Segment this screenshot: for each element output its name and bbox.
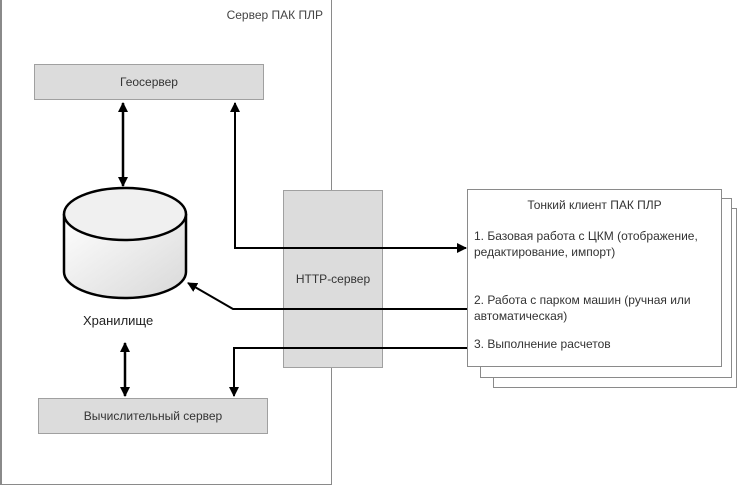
geoserver-box[interactable]: Геосервер: [34, 64, 264, 100]
client-item-3: 3. Выполнение расчетов: [474, 337, 611, 351]
thin-client-box[interactable]: Тонкий клиент ПАК ПЛР 1. Базовая работа …: [467, 189, 722, 367]
arrow-client-storage: [187, 282, 467, 310]
http-server-label: HTTP-сервер: [295, 272, 371, 286]
compute-server-box[interactable]: Вычислительный сервер: [38, 398, 268, 434]
arrow-client-compute: [229, 347, 467, 397]
geoserver-label: Геосервер: [120, 75, 178, 89]
server-title: Сервер ПАК ПЛР: [226, 8, 323, 22]
compute-server-label: Вычислительный сервер: [83, 409, 223, 423]
client-item-2: 2. Работа с парком машин (ручная или авт…: [474, 293, 691, 323]
client-item-1: 1. Базовая работа с ЦКМ (отображение, ре…: [474, 229, 698, 259]
arrow-geoserver-client: [230, 102, 467, 253]
thin-client-title: Тонкий клиент ПАК ПЛР: [527, 198, 662, 212]
storage-label: Хранилище: [83, 313, 154, 328]
storage-cylinder-icon[interactable]: [62, 186, 188, 300]
